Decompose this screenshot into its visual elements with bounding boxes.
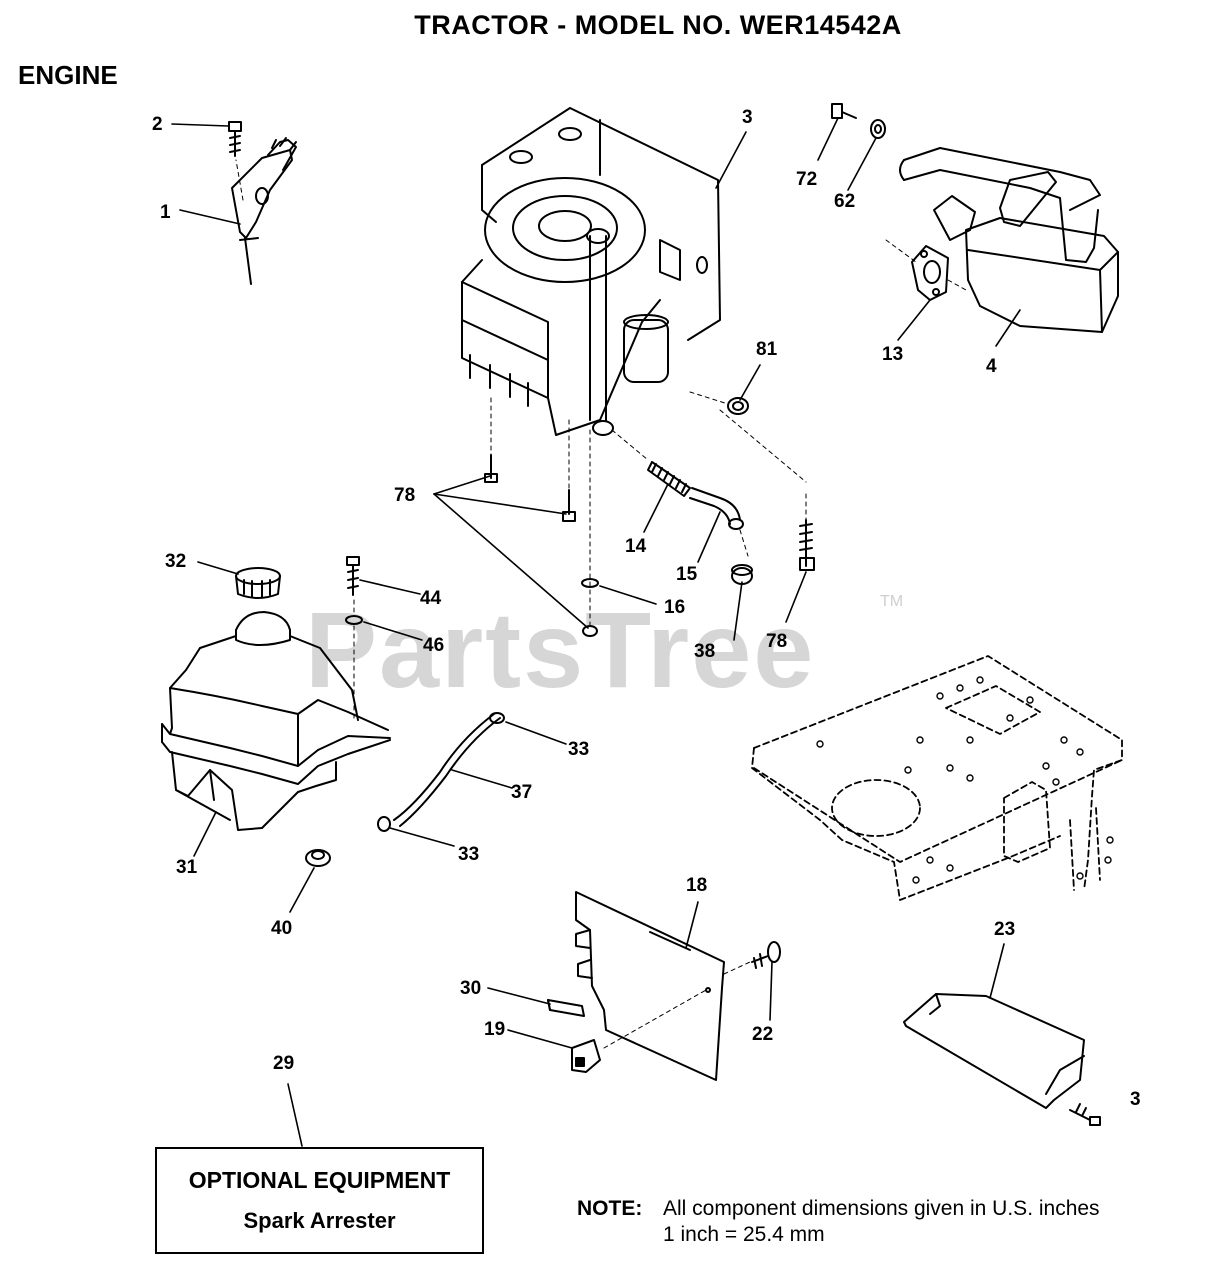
callout-62: 62 xyxy=(834,191,855,212)
pad-30-part xyxy=(547,999,585,1017)
frame-holes xyxy=(816,676,1114,884)
optional-equipment-box: OPTIONAL EQUIPMENT Spark Arrester xyxy=(155,1147,484,1254)
note-label: NOTE: xyxy=(577,1197,643,1220)
callout-44: 44 xyxy=(420,588,442,609)
note-line-1: All component dimensions given in U.S. i… xyxy=(663,1197,1100,1220)
callout-33-bottom: 33 xyxy=(458,844,479,865)
callout-3-edge: 3 xyxy=(1130,1089,1141,1110)
callout-30: 30 xyxy=(460,978,481,999)
cover-23-part xyxy=(903,993,1101,1126)
callout-38: 38 xyxy=(694,641,715,662)
callout-81: 81 xyxy=(756,339,778,360)
callout-3: 3 xyxy=(742,107,753,128)
fuel-tank-part xyxy=(161,611,391,831)
dimension-note: NOTE: All component dimensions given in U… xyxy=(577,1196,1100,1248)
callout-31: 31 xyxy=(176,857,198,878)
callout-78-right: 78 xyxy=(766,631,787,652)
callout-37: 37 xyxy=(511,782,532,803)
washer-46-part xyxy=(345,615,363,625)
fuel-filter-part xyxy=(647,461,691,497)
optional-equipment-item: Spark Arrester xyxy=(243,1208,396,1233)
washer-16-part xyxy=(581,578,599,637)
note-line-2: 1 inch = 25.4 mm xyxy=(663,1223,825,1246)
callout-19: 19 xyxy=(484,1019,505,1040)
throttle-control-part xyxy=(231,137,297,285)
callout-2: 2 xyxy=(152,114,163,135)
callout-72: 72 xyxy=(796,169,817,190)
muffler-part xyxy=(899,147,1119,333)
clip-19-part xyxy=(571,1039,601,1073)
callout-1: 1 xyxy=(160,202,171,223)
callout-29: 29 xyxy=(273,1053,294,1074)
watermark-text: PartsTree xyxy=(305,589,815,710)
callout-46: 46 xyxy=(423,635,444,656)
bolt-72-part xyxy=(831,103,857,119)
callout-16: 16 xyxy=(664,597,685,618)
bolts-78-parts xyxy=(484,454,815,571)
callout-33-top: 33 xyxy=(568,739,589,760)
engine-part xyxy=(461,107,721,436)
bolt-22-part xyxy=(751,941,781,969)
optional-equipment-title: OPTIONAL EQUIPMENT xyxy=(188,1167,451,1193)
callout-4: 4 xyxy=(986,356,997,377)
guide-lines xyxy=(235,159,967,1049)
callout-13: 13 xyxy=(882,344,903,365)
callout-40: 40 xyxy=(271,918,292,939)
watermark-trademark: TM xyxy=(880,593,903,610)
gasket-62-part xyxy=(870,119,886,139)
gasket-13-part xyxy=(911,245,949,301)
callout-15: 15 xyxy=(676,564,698,585)
callout-32: 32 xyxy=(165,551,186,572)
screw-part xyxy=(228,121,242,157)
grommet-38-part xyxy=(731,564,753,585)
screw-44-part xyxy=(346,556,360,596)
callout-18: 18 xyxy=(686,875,707,896)
callout-14: 14 xyxy=(625,536,647,557)
nut-81-part xyxy=(727,397,749,415)
fuel-line-part xyxy=(377,712,505,832)
hose-15-part xyxy=(689,487,744,530)
section-title: ENGINE xyxy=(18,60,118,90)
leader-lines xyxy=(171,117,1021,1147)
grommet-40-part xyxy=(305,849,331,867)
callout-23: 23 xyxy=(994,919,1015,940)
fuel-cap-part xyxy=(235,567,281,599)
callout-78-left: 78 xyxy=(394,485,415,506)
callout-22: 22 xyxy=(752,1024,773,1045)
page-title: TRACTOR - MODEL NO. WER14542A xyxy=(414,10,902,40)
heat-shield-part xyxy=(575,891,725,1081)
frame-part xyxy=(751,655,1123,901)
